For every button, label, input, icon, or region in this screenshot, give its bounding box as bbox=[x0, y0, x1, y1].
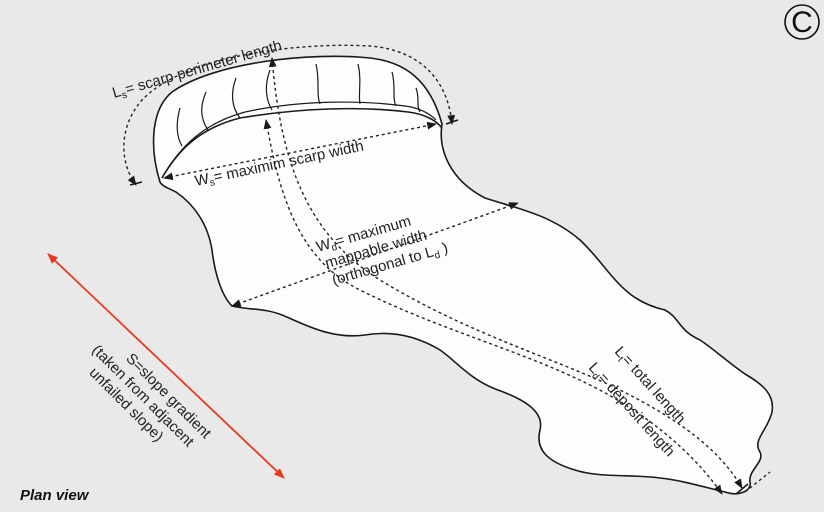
tail-extension bbox=[744, 471, 771, 493]
panel-letter: C bbox=[791, 6, 813, 39]
slope-gradient-label: S=slope gradient (taken from adjacent un… bbox=[86, 342, 215, 451]
panel-letter-circle bbox=[784, 4, 820, 40]
view-label: Plan view bbox=[20, 487, 90, 504]
landslide-outline bbox=[152, 55, 774, 495]
slope-gradient-arrow bbox=[47, 253, 285, 479]
deposit-length-arrow bbox=[263, 119, 723, 495]
